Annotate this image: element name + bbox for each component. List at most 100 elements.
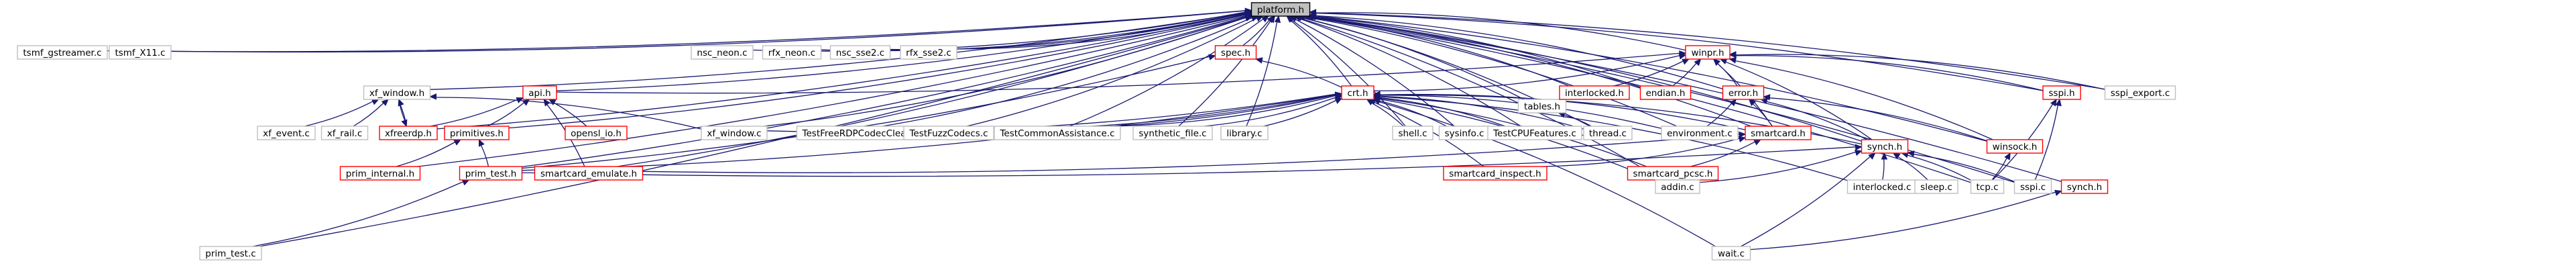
node-environment[interactable]: environment.c [1661,126,1739,140]
node-interlocked-h[interactable]: interlocked.h [1559,85,1630,100]
edge-line [617,17,1247,167]
node-prim-test-h[interactable]: prim_test.h [459,166,523,181]
node-rfx-neon[interactable]: rfx_neon.c [762,45,822,60]
edge-arrowhead [1729,99,1737,107]
node-sspi-c[interactable]: sspi.c [2013,179,2052,194]
edge-library-to-platform [1246,15,1281,127]
edge-arrowhead [1372,93,1381,99]
node-xf-window-c[interactable]: xf_window.c [701,126,768,140]
node-box [363,85,431,100]
node-winpr[interactable]: winpr.h [1685,45,1731,60]
node-xf-rail[interactable]: xf_rail.c [320,126,369,140]
node-smartcard-pcsc[interactable]: smartcard_pcsc.h [1627,166,1719,181]
edge-prim-test-c-to-prim-test-h [252,179,470,247]
edge-line [259,17,1246,247]
node-rfx-sse2[interactable]: rfx_sse2.c [900,45,957,60]
node-label: xf_rail.c [327,128,363,139]
node-synch-h2[interactable]: synch.h [2060,179,2109,194]
node-primitives[interactable]: primitives.h [444,126,510,140]
edge-line [170,10,1246,53]
node-opensl-io[interactable]: opensl_io.h [565,126,628,140]
node-shell[interactable]: shell.c [1392,126,1433,140]
node-xfreerdp[interactable]: xfreerdp.h [379,126,438,140]
node-box [1250,2,1311,17]
node-error[interactable]: error.h [1722,85,1765,100]
node-endian[interactable]: endian.h [1639,85,1692,100]
node-smartcard-emulate[interactable]: smartcard_emulate.h [534,166,644,181]
node-sspi[interactable]: sspi.h [2042,85,2081,100]
edge-arrowhead [1881,152,1888,160]
edge-arrowhead [1907,150,1915,157]
node-test-cpu[interactable]: TestCPUFeatures.c [1487,126,1582,140]
edge-arrowhead [1372,98,1381,105]
edge-line [1753,103,1773,127]
node-winsock[interactable]: winsock.h [1986,139,2044,154]
node-tables[interactable]: tables.h [1517,99,1567,113]
edge-xf-window-c-to-xf-window-h [429,93,702,130]
node-prim-internal[interactable]: prim_internal.h [339,166,421,181]
node-sysinfo[interactable]: sysinfo.c [1438,126,1490,140]
edge-line [436,97,702,130]
node-test-fuzz[interactable]: TestFuzzCodecs.c [903,126,994,140]
edge-line [1735,55,2044,91]
node-smartcard-inspect[interactable]: smartcard_inspect.h [1443,166,1547,181]
node-synch-h1[interactable]: synch.h [1861,139,1909,154]
node-box [762,45,822,60]
edge-line [1766,101,1867,140]
edge-interlocked-c-to-synch-h1 [1881,152,1888,181]
node-tsmf-x11[interactable]: tsmf_X11.c [109,45,172,60]
node-spec[interactable]: spec.h [1214,45,1257,60]
node-crt[interactable]: crt.h [1341,85,1374,100]
node-synthetic[interactable]: synthetic_file.c [1132,126,1213,140]
node-nsc-sse2[interactable]: nsc_sse2.c [829,45,891,60]
node-box [1914,179,1958,194]
node-sleep[interactable]: sleep.c [1914,179,1958,194]
node-test-rdp[interactable]: TestFreeRDPCodecClear.c [796,126,923,140]
edge-arrowhead [1334,97,1343,104]
node-api[interactable]: api.h [522,85,557,100]
node-label: interlocked.c [1853,182,1912,193]
edge-line [1699,151,1856,183]
edge-sleep-to-synch-h1 [1892,152,1928,181]
edge-line [642,134,1740,173]
edge-arrowhead [2050,98,2057,107]
edge-line [1750,191,2056,250]
node-xf-window-h[interactable]: xf_window.h [363,85,431,100]
edge-line [522,94,1336,171]
edge-line [398,99,406,121]
edge-xf-event-to-xf-window-h [304,99,379,127]
edge-environment-to-error [1706,99,1737,127]
edge-line [1309,17,1678,127]
node-wait[interactable]: wait.c [1711,246,1751,261]
node-prim-test-c[interactable]: prim_test.c [199,246,262,261]
node-box [199,246,262,261]
node-box [565,126,628,140]
edge-arrowhead [401,119,408,128]
node-test-common[interactable]: TestCommonAssistance.c [994,126,1121,140]
edge-thread-to-tables [1558,111,1592,127]
edge-arrowhead [1729,51,1737,58]
node-interlocked-c[interactable]: interlocked.c [1847,179,1918,194]
edge-prim-test-h-to-synch-h1 [522,144,1863,177]
node-sspi-export[interactable]: sspi_export.c [2104,85,2176,100]
node-label: nsc_sse2.c [836,48,884,58]
node-tsmf-gst[interactable]: tsmf_gstreamer.c [17,45,108,60]
edge-crt-to-platform [1286,15,1352,87]
node-label: endian.h [1646,88,1686,99]
edge-line [353,103,384,127]
node-addin[interactable]: addin.c [1655,179,1700,194]
edge-line [1672,62,1697,87]
node-label: environment.c [1667,128,1733,139]
node-label: spec.h [1221,48,1250,58]
node-xf-event[interactable]: xf_event.c [257,126,316,140]
node-thread[interactable]: thread.c [1583,126,1633,140]
node-library[interactable]: library.c [1220,126,1269,140]
node-smartcard-h[interactable]: smartcard.h [1745,126,1812,140]
node-label: interlocked.h [1565,88,1624,99]
edge-arrowhead [1854,150,1863,156]
node-tcp[interactable]: tcp.c [1970,179,2005,194]
node-box [1970,179,2005,194]
node-box [1392,126,1433,140]
edge-sspi-c-to-sspi [2034,98,2062,181]
node-nsc-neon[interactable]: nsc_neon.c [691,45,754,60]
